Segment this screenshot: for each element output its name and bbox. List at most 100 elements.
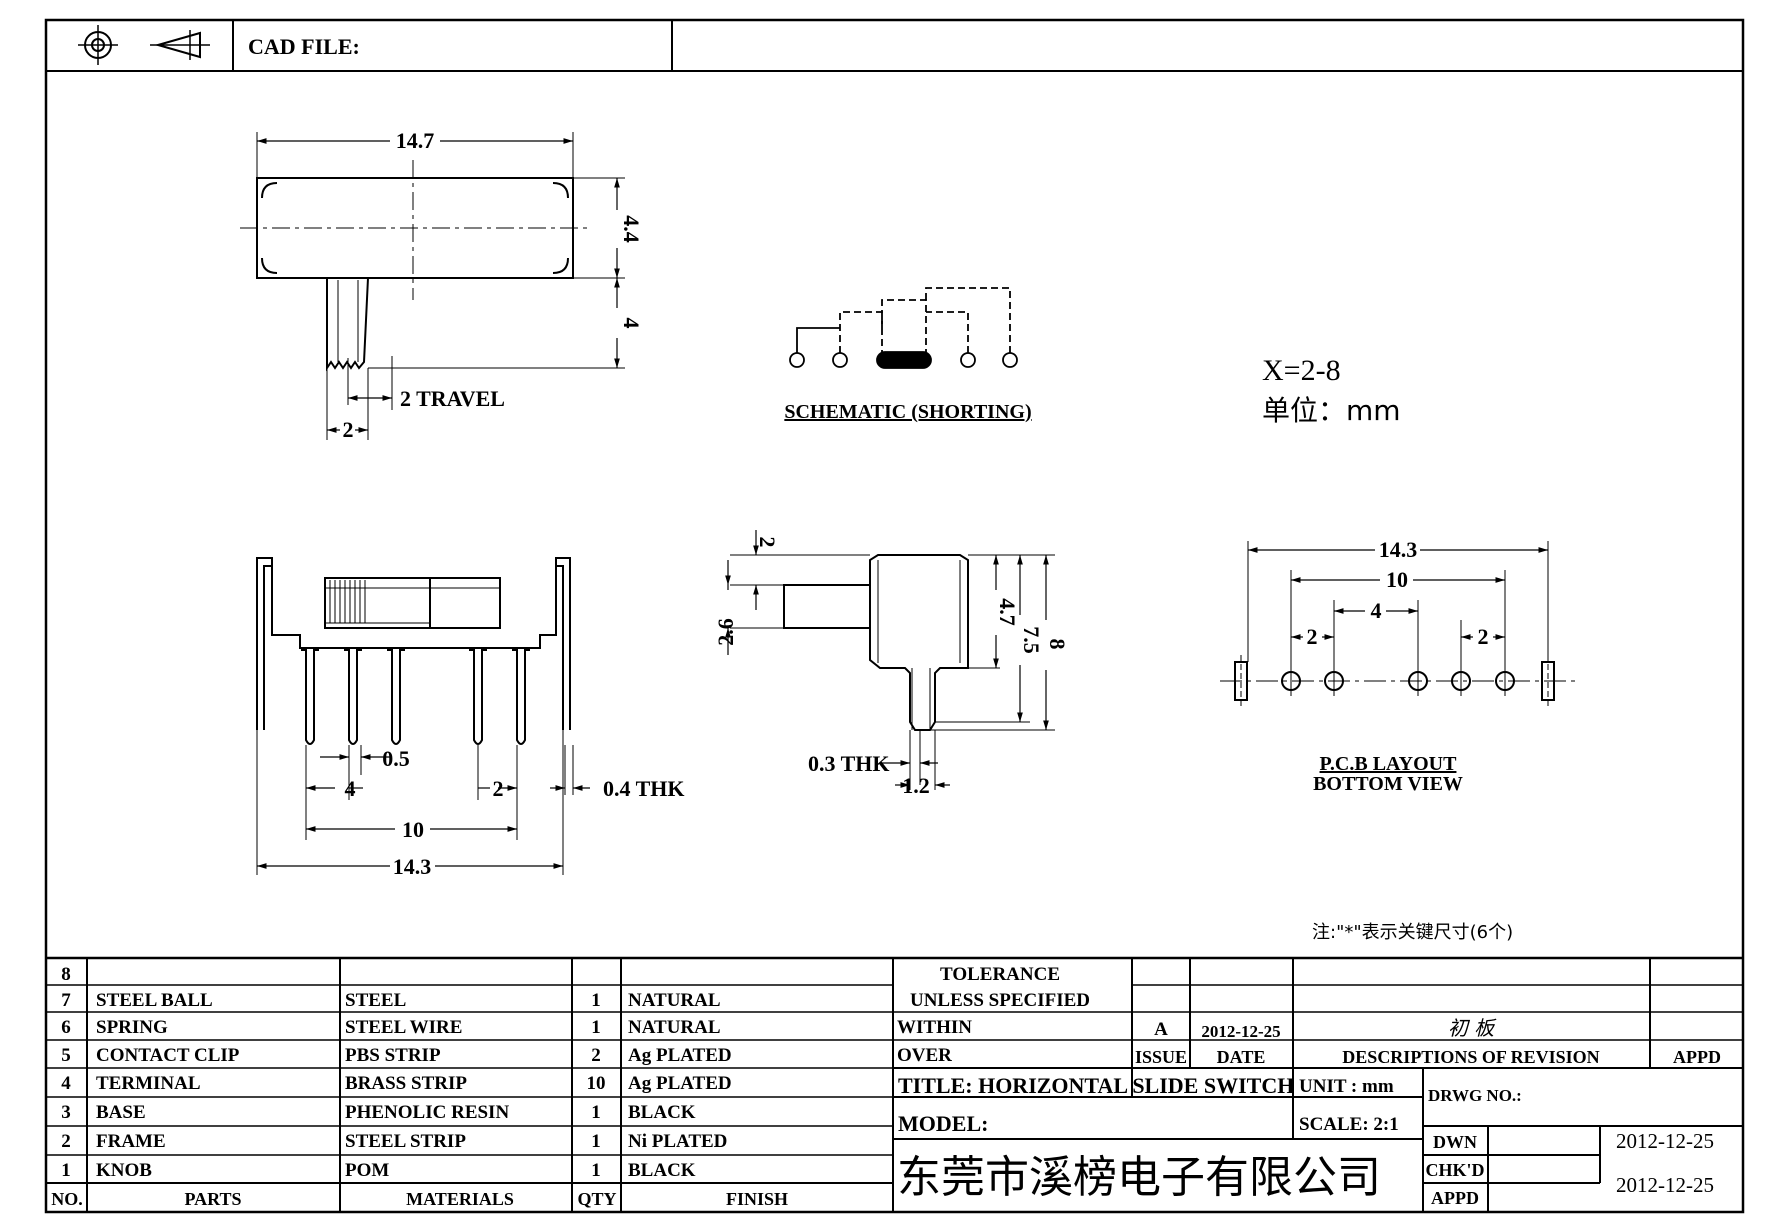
pcb-layout	[1220, 541, 1580, 707]
bom-part: STEEL BALL	[96, 990, 213, 1011]
bom-qty: 1	[591, 1102, 601, 1123]
projection-circle-icon	[78, 25, 118, 65]
bom-rows: 8 7 STEEL BALL STEEL 1 NATURAL 6 SPRING …	[61, 964, 731, 1181]
bom-no: 5	[61, 1045, 71, 1066]
table-row: 8	[61, 964, 71, 985]
pcb-dim-4: 4	[1371, 598, 1382, 623]
dim-pin-width: 0.5	[382, 746, 410, 771]
bom-finish: NATURAL	[628, 1017, 721, 1038]
dim-pitch-2: 2	[493, 776, 504, 801]
dim-14-3: 14.3	[393, 854, 432, 879]
bom-part: CONTACT CLIP	[96, 1045, 240, 1066]
bom-no: 7	[61, 990, 71, 1011]
table-row: 7 STEEL BALL STEEL 1 NATURAL	[61, 990, 720, 1011]
title-block	[893, 958, 1743, 1212]
unit-note: 单位：mm	[1262, 394, 1401, 427]
dim-side-2-6: 2.6	[713, 618, 738, 646]
bom-no: 2	[61, 1131, 71, 1152]
table-row: 4 TERMINAL BRASS STRIP 10 Ag PLATED	[61, 1073, 731, 1094]
front-view	[256, 557, 590, 875]
table-row: 2 FRAME STEEL STRIP 1 Ni PLATED	[61, 1131, 727, 1152]
approved-label: APPD	[1431, 1188, 1479, 1208]
bom-qty: 1	[591, 1160, 601, 1181]
bom-header-parts: PARTS	[184, 1189, 241, 1209]
bom-finish: Ag PLATED	[628, 1073, 732, 1094]
bom-header-finish: FINISH	[726, 1189, 788, 1209]
unless-specified-label: UNLESS SPECIFIED	[910, 990, 1090, 1011]
bom-no: 6	[61, 1017, 71, 1038]
dim-side-thk: 0.3 THK	[808, 751, 890, 776]
bom-part: TERMINAL	[96, 1073, 201, 1094]
bom-finish: Ag PLATED	[628, 1045, 732, 1066]
drawing-title: TITLE: HORIZONTAL SLIDE SWITCH	[898, 1073, 1294, 1098]
bom-qty: 1	[591, 1131, 601, 1152]
dim-knob-width: 2	[343, 417, 354, 442]
bom-material: BRASS STRIP	[345, 1073, 467, 1094]
bom-table	[46, 956, 1743, 1212]
model-label: MODEL:	[898, 1111, 988, 1136]
schematic-diagram	[789, 287, 1018, 369]
schematic-label: SCHEMATIC (SHORTING)	[784, 401, 1031, 423]
tolerance-label: TOLERANCE	[940, 964, 1060, 985]
table-row: 6 SPRING STEEL WIRE 1 NATURAL	[61, 1017, 720, 1038]
header-block: CAD FILE:	[45, 19, 1743, 72]
bom-header-materials: MATERIALS	[406, 1189, 514, 1209]
appd-label: APPD	[1673, 1047, 1721, 1067]
issue-label: ISSUE	[1135, 1047, 1187, 1067]
check-date: 2012-12-25	[1616, 1173, 1714, 1197]
dim-pitch-4: 4	[345, 776, 356, 801]
bom-finish: NATURAL	[628, 990, 721, 1011]
bom-finish: BLACK	[628, 1160, 696, 1181]
top-view	[240, 132, 625, 440]
bom-material: POM	[345, 1160, 389, 1181]
within-label: WITHIN	[897, 1017, 972, 1038]
bom-qty: 1	[591, 990, 601, 1011]
table-row: 1 KNOB POM 1 BLACK	[61, 1160, 696, 1181]
descriptions-label: DESCRIPTIONS OF REVISION	[1342, 1047, 1599, 1067]
bom-material: STEEL WIRE	[345, 1017, 462, 1038]
bom-qty: 1	[591, 1017, 601, 1038]
date-label: DATE	[1217, 1047, 1266, 1067]
pcb-bottom-view-label: BOTTOM VIEW	[1313, 773, 1463, 795]
bom-no: 3	[61, 1102, 71, 1123]
pcb-label: P.C.B LAYOUT	[1320, 753, 1458, 775]
cad-file-label: CAD FILE:	[248, 34, 360, 59]
bom-part: FRAME	[96, 1131, 166, 1152]
pcb-dim-14-3: 14.3	[1379, 537, 1418, 562]
dim-top-width: 14.7	[396, 128, 435, 153]
bom-qty: 10	[587, 1073, 606, 1094]
dim-frame-thk: 0.4 THK	[603, 776, 685, 801]
pcb-dim-10: 10	[1386, 567, 1408, 592]
dwn-label: DWN	[1433, 1132, 1477, 1152]
over-label: OVER	[897, 1045, 952, 1066]
bom-material: STEEL STRIP	[345, 1131, 466, 1152]
dim-side-7-5: 7.5	[1019, 626, 1044, 654]
dim-side-1-2: 1.2	[902, 773, 930, 798]
sheet-border	[44, 18, 1745, 1214]
bom-part: KNOB	[96, 1160, 152, 1181]
dim-side-8: 8	[1045, 639, 1070, 650]
projection-cone-icon	[150, 30, 210, 60]
bom-no: 8	[61, 964, 71, 985]
bom-finish: Ni PLATED	[628, 1131, 727, 1152]
table-row: 3 BASE PHENOLIC RESIN 1 BLACK	[61, 1102, 696, 1123]
bom-finish: BLACK	[628, 1102, 696, 1123]
bom-no: 1	[61, 1160, 71, 1181]
drawing-number-label: DRWG NO.:	[1428, 1086, 1522, 1105]
scale-label: SCALE: 2:1	[1299, 1114, 1399, 1135]
bom-qty: 2	[591, 1045, 601, 1066]
dim-side-4-7: 4.7	[995, 598, 1020, 626]
bom-part: BASE	[96, 1102, 146, 1123]
issue-value: A	[1154, 1019, 1168, 1040]
table-row: 5 CONTACT CLIP PBS STRIP 2 Ag PLATED	[61, 1045, 731, 1066]
unit-label: UNIT : mm	[1299, 1076, 1394, 1097]
dwn-date: 2012-12-25	[1616, 1129, 1714, 1153]
bom-material: PBS STRIP	[345, 1045, 441, 1066]
side-view	[725, 530, 1055, 790]
dim-travel: 2 TRAVEL	[400, 386, 505, 411]
bom-header-qty: QTY	[577, 1189, 616, 1209]
key-dims-note: 注:"*"表示关键尺寸(6个)	[1312, 922, 1513, 943]
pcb-dim-2a: 2	[1307, 624, 1318, 649]
x-range-note: X=2-8	[1262, 354, 1341, 387]
